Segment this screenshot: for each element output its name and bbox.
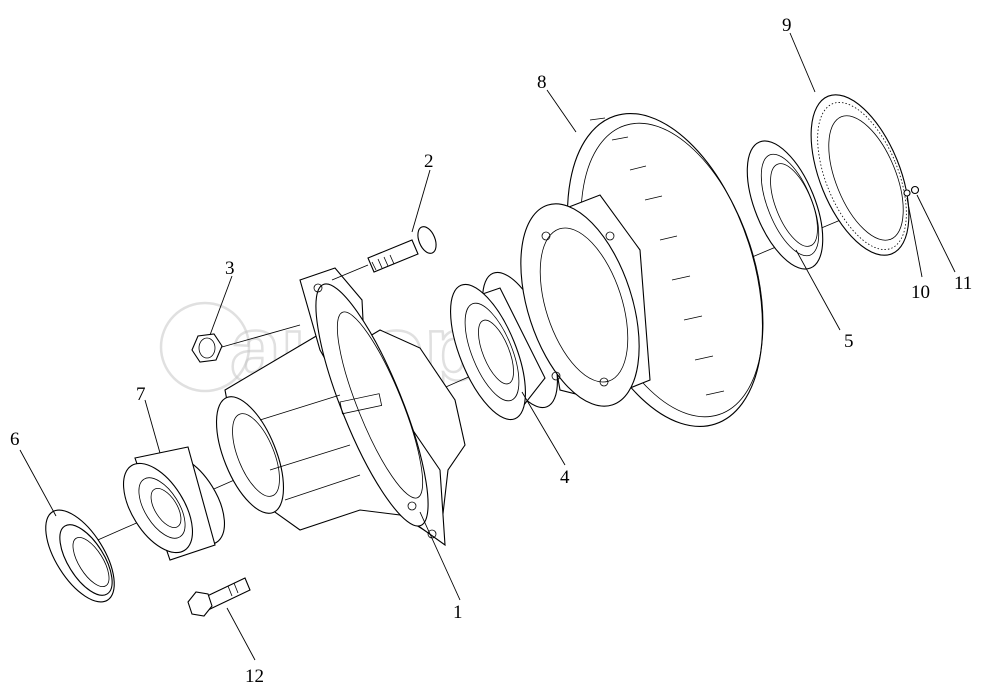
part-3-nut	[191, 324, 301, 363]
callout-11: 11	[954, 273, 972, 294]
part-8-brake-disc	[520, 112, 764, 428]
part-5-inner-seal	[746, 140, 824, 270]
part-6-seal	[45, 509, 115, 603]
part-12-bolt	[187, 577, 251, 617]
callout-9: 9	[782, 15, 792, 36]
part-7-outer-bearing	[122, 446, 226, 561]
callout-5: 5	[844, 331, 854, 352]
callout-4: 4	[560, 467, 570, 488]
part-4-inner-bearing	[450, 271, 558, 421]
callout-6: 6	[10, 429, 20, 450]
callout-10: 10	[911, 282, 930, 303]
callout-1: 1	[453, 602, 463, 623]
callout-3: 3	[225, 258, 235, 279]
part-1-hub	[215, 267, 466, 547]
callout-12: 12	[245, 666, 264, 687]
callouts: 2 3 8 9 5 4 7 6 1 12 10 11	[10, 15, 972, 687]
part-10-11-screw	[903, 185, 920, 197]
callout-7: 7	[136, 384, 146, 405]
callout-8: 8	[537, 72, 547, 93]
leader-lines	[19, 32, 956, 661]
callout-2: 2	[424, 151, 434, 172]
part-9-abs-ring	[810, 94, 910, 256]
part-2-stud	[331, 226, 437, 281]
